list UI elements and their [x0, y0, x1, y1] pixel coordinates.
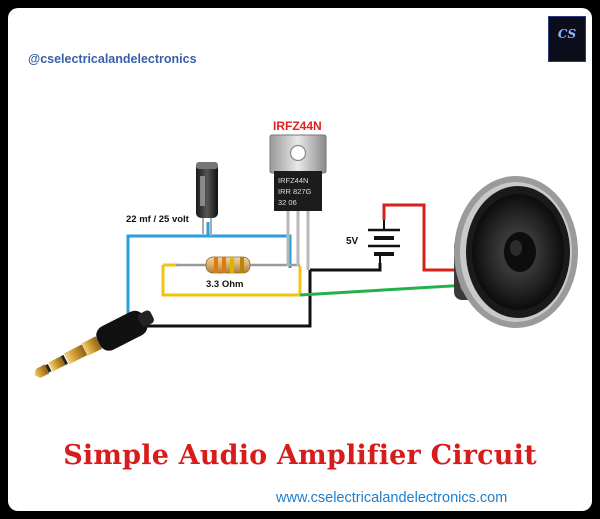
social-handle: @cselectricalandelectronics	[28, 52, 197, 66]
capacitor-label: 22 mf / 25 volt	[126, 214, 190, 225]
battery-label: 5V	[346, 236, 359, 247]
resistor-label: 3.3 Ohm	[206, 279, 244, 290]
wire-black	[128, 263, 382, 328]
battery-icon	[368, 220, 400, 263]
logo-text: CS	[557, 27, 577, 41]
wire-blue	[126, 222, 292, 326]
diagram-canvas: @cselectricalandelectronics CS	[8, 8, 592, 511]
mosfet-label: IRFZ44N	[273, 119, 322, 133]
speaker-icon	[454, 176, 578, 328]
mosfet-marking-1: IRFZ44N	[278, 176, 308, 185]
diagram-title: Simple Audio Amplifier Circuit	[63, 440, 537, 471]
circuit-diagram: IRFZ44N IRR 827G 32 06 IRFZ44N 3.3 Ohm 2…	[34, 119, 578, 378]
website-link[interactable]: www.cselectricalandelectronics.com	[276, 490, 508, 506]
mosfet-icon: IRFZ44N IRR 827G 32 06	[269, 134, 327, 270]
brand-logo-icon: CS	[548, 16, 586, 62]
mosfet-marking-2: IRR 827G	[278, 187, 312, 196]
wire-yellow	[161, 263, 302, 297]
wire-green	[299, 283, 469, 297]
audio-jack-icon	[34, 310, 154, 378]
wire-red	[382, 203, 466, 272]
resistor-icon	[205, 256, 251, 274]
mosfet-marking-3: 32 06	[278, 198, 297, 207]
capacitor-icon	[196, 162, 218, 236]
